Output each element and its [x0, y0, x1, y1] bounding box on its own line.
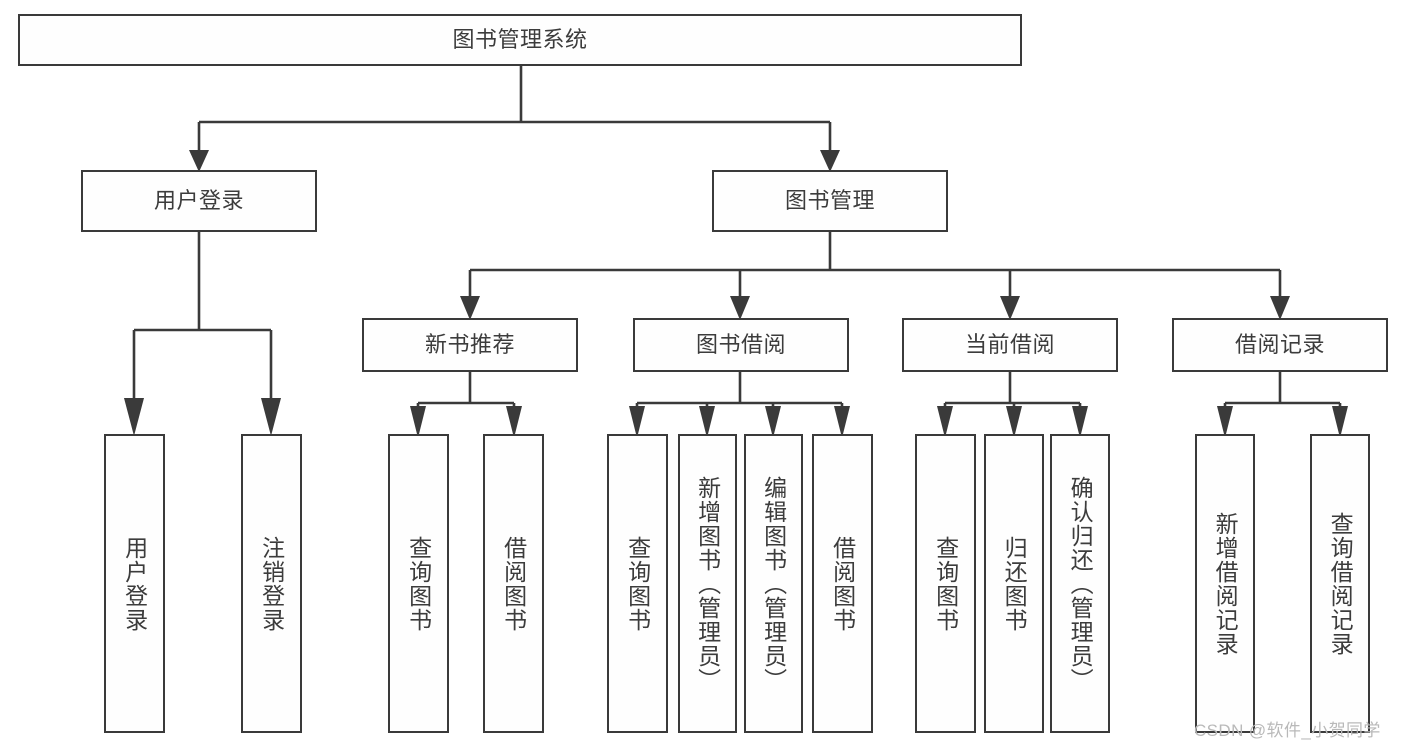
node-borrow-record-label: 借阅记录 — [1234, 331, 1325, 357]
node-leaf-query-book-2-label: 查询图书 — [624, 535, 651, 632]
node-leaf-query-book-2[interactable]: 查询图书 — [607, 434, 668, 733]
node-leaf-query-record-label: 查询借阅记录 — [1327, 511, 1354, 656]
node-user-login[interactable]: 用户登录 — [81, 170, 317, 232]
node-current-borrow[interactable]: 当前借阅 — [902, 318, 1118, 372]
node-leaf-query-book-3[interactable]: 查询图书 — [915, 434, 976, 733]
node-leaf-confirm-return-label: 确认归还（管理员） — [1067, 475, 1094, 692]
csdn-watermark: CSDN @软件_小贺同学 — [1194, 721, 1381, 740]
node-book-borrow-label: 图书借阅 — [695, 331, 786, 357]
node-leaf-return-book-label: 归还图书 — [1001, 535, 1028, 632]
node-root-label: 图书管理系统 — [452, 26, 588, 52]
node-leaf-add-record-label: 新增借阅记录 — [1212, 511, 1239, 656]
node-current-borrow-label: 当前借阅 — [964, 331, 1055, 357]
node-leaf-confirm-return[interactable]: 确认归还（管理员） — [1050, 434, 1110, 733]
node-book-borrow[interactable]: 图书借阅 — [633, 318, 849, 372]
node-leaf-add-book-label: 新增图书（管理员） — [694, 475, 721, 692]
node-leaf-query-book-1[interactable]: 查询图书 — [388, 434, 449, 733]
node-leaf-borrow-book-2[interactable]: 借阅图书 — [812, 434, 873, 733]
node-leaf-user-logout[interactable]: 注销登录 — [241, 434, 302, 733]
node-leaf-query-book-1-label: 查询图书 — [405, 535, 432, 632]
node-leaf-user-login[interactable]: 用户登录 — [104, 434, 165, 733]
node-leaf-add-book[interactable]: 新增图书（管理员） — [678, 434, 737, 733]
node-book-manage[interactable]: 图书管理 — [712, 170, 948, 232]
node-leaf-borrow-book-1[interactable]: 借阅图书 — [483, 434, 544, 733]
node-leaf-add-record[interactable]: 新增借阅记录 — [1195, 434, 1255, 733]
node-new-book-rec-label: 新书推荐 — [424, 331, 515, 357]
node-leaf-query-book-3-label: 查询图书 — [932, 535, 959, 632]
node-borrow-record[interactable]: 借阅记录 — [1172, 318, 1388, 372]
node-root[interactable]: 图书管理系统 — [18, 14, 1022, 66]
node-leaf-borrow-book-1-label: 借阅图书 — [500, 535, 527, 632]
node-leaf-borrow-book-2-label: 借阅图书 — [829, 535, 856, 632]
node-book-manage-label: 图书管理 — [784, 187, 875, 213]
node-leaf-user-login-label: 用户登录 — [121, 535, 148, 632]
node-leaf-user-logout-label: 注销登录 — [258, 535, 285, 632]
node-leaf-edit-book-label: 编辑图书（管理员） — [760, 475, 787, 692]
node-user-login-label: 用户登录 — [153, 187, 244, 213]
node-new-book-rec[interactable]: 新书推荐 — [362, 318, 578, 372]
node-leaf-query-record[interactable]: 查询借阅记录 — [1310, 434, 1370, 733]
node-leaf-edit-book[interactable]: 编辑图书（管理员） — [744, 434, 803, 733]
node-leaf-return-book[interactable]: 归还图书 — [984, 434, 1044, 733]
